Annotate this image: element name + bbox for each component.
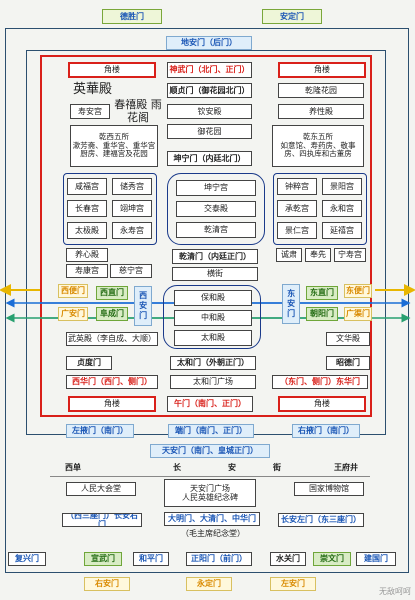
yinghuadian: 英華殿 bbox=[73, 82, 113, 98]
guangqumen: 广渠门 bbox=[344, 307, 372, 321]
changchungong: 长春宫 bbox=[67, 200, 107, 217]
tiananmen-square: 天安门广场 人民英雄纪念碑 bbox=[164, 479, 256, 507]
xuanwumen: 宣武门 bbox=[84, 552, 122, 566]
qianqingmen: 乾清门（内廷正门） bbox=[172, 249, 258, 264]
street-char-chang: 长 bbox=[173, 463, 181, 473]
youanmen: 右安门 bbox=[84, 577, 130, 591]
zhongcuigong: 钟粹宫 bbox=[277, 178, 317, 195]
kunninggong: 坤宁宫 bbox=[176, 180, 256, 196]
shoukanggong: 寿康宫 bbox=[66, 264, 108, 278]
duanmen: 端门（南门、正门） bbox=[168, 424, 254, 438]
taihedian: 太和殿 bbox=[174, 330, 252, 346]
changan-youmen: （西三座门）长安右门 bbox=[62, 513, 142, 527]
fuchengmen: 阜成门 bbox=[96, 307, 128, 321]
xizhimen: 西直门 bbox=[96, 286, 128, 300]
hepingmen: 和平门 bbox=[133, 552, 169, 566]
andingmen: 安定门 bbox=[262, 9, 322, 24]
national-museum: 国家博物馆 bbox=[294, 482, 364, 496]
xibianmen: 西便门 bbox=[58, 284, 88, 298]
street-char-jie: 街 bbox=[273, 463, 281, 473]
baohedian: 保和殿 bbox=[174, 290, 252, 306]
zuoanmen: 左安门 bbox=[270, 577, 316, 591]
yikungong: 翊坤宫 bbox=[112, 200, 152, 217]
yongdingmen: 永定门 bbox=[186, 577, 232, 591]
qiandong-wusuo: 乾东五所 如意馆、寿药房、敬事房、四执库和古董房 bbox=[272, 125, 364, 167]
watermark: 无敌呵呵 bbox=[379, 587, 411, 597]
yongshougong: 永寿宫 bbox=[112, 222, 152, 239]
shunzhenmen: 顺贞门（御花园北门） bbox=[167, 83, 252, 98]
chengqiangong: 承乾宫 bbox=[277, 200, 317, 217]
east-six-group bbox=[273, 173, 367, 245]
corner-tower-sw: 角楼 bbox=[68, 396, 156, 412]
taijidian: 太极殿 bbox=[67, 222, 107, 239]
yonghegong: 永和宫 bbox=[322, 200, 362, 217]
shenwumen: 神武门（北门、正门） bbox=[167, 62, 252, 78]
deshengmen: 德胜门 bbox=[102, 9, 162, 24]
xianmen: 西安门 bbox=[134, 286, 152, 326]
ningshougong: 宁寿宫 bbox=[334, 248, 366, 262]
cininggong: 慈宁宫 bbox=[110, 264, 152, 278]
yuhuayuan: 御花园 bbox=[167, 124, 252, 139]
taihemen: 太和门（外朝正门） bbox=[170, 356, 256, 370]
corner-tower-se: 角楼 bbox=[278, 396, 366, 412]
wumen: 午门（南门、正门） bbox=[167, 396, 253, 412]
tiananmen: 天安门（南门、皇城正门） bbox=[150, 444, 270, 458]
corner-tower-ne: 角楼 bbox=[278, 62, 366, 78]
yangxindian: 养心殿 bbox=[66, 248, 108, 262]
zhendumen: 贞度门 bbox=[66, 356, 112, 370]
forbidden-city-frame bbox=[40, 55, 372, 417]
xihuamen: 西华门（西门、侧门） bbox=[66, 375, 158, 389]
qianlong-garden: 乾隆花园 bbox=[278, 83, 364, 98]
donghuamen: （东门、侧门）东华门 bbox=[272, 375, 368, 389]
jingrengong: 景仁宫 bbox=[277, 222, 317, 239]
zhengyangmen: 正阳门（前门） bbox=[186, 552, 252, 566]
mao-memorial: （毛主席纪念堂） bbox=[181, 529, 245, 539]
donganmen: 东安门 bbox=[282, 284, 300, 324]
zhonghedian: 中和殿 bbox=[174, 310, 252, 326]
inner-court-group bbox=[167, 173, 265, 245]
guanganmen: 广安门 bbox=[58, 307, 88, 321]
outer-court-group bbox=[163, 285, 261, 349]
corner-tower-nw: 角楼 bbox=[68, 62, 156, 78]
jiaotaidian: 交泰殿 bbox=[176, 201, 256, 217]
hengjie: 横街 bbox=[172, 267, 258, 281]
qinandian: 钦安殿 bbox=[167, 104, 252, 119]
chaoyangmen: 朝阳门 bbox=[306, 307, 338, 321]
taihemen-square: 太和门广场 bbox=[170, 375, 256, 389]
kunningmen: 坤宁门（内廷北门） bbox=[167, 151, 252, 166]
qianxi-wusuo: 乾西五所 漱芳斋、重华宫、重华宫厨房、建福宫及花园 bbox=[70, 125, 158, 167]
chongwenmen: 崇文门 bbox=[313, 552, 351, 566]
dongbianmen: 东便门 bbox=[344, 284, 372, 298]
wuyingdian: 武英殿（李自成、大顺） bbox=[66, 332, 158, 346]
west-six-group bbox=[63, 173, 157, 245]
wenhuadian: 文华殿 bbox=[326, 332, 370, 346]
yangxingdian: 养性殿 bbox=[278, 104, 364, 119]
chengsu: 诚肃 bbox=[276, 248, 302, 262]
chuxiugong: 储秀宫 bbox=[112, 178, 152, 195]
yanxigong: 延禧宫 bbox=[322, 222, 362, 239]
overlay-text: 春禧殿 雨花阁 bbox=[114, 99, 162, 124]
jingyanggong: 景阳宫 bbox=[322, 178, 362, 195]
xidan: 西单 bbox=[65, 463, 81, 473]
fuxingmen: 复兴门 bbox=[8, 552, 46, 566]
wangfujing: 王府井 bbox=[334, 463, 358, 473]
street-char-an: 安 bbox=[228, 463, 236, 473]
qianqinggong: 乾清宫 bbox=[176, 222, 256, 238]
zuoyemen: 左掖门（南门） bbox=[66, 424, 134, 438]
xianfugong: 咸福宫 bbox=[67, 178, 107, 195]
jianguomen: 建国门 bbox=[356, 552, 396, 566]
shouangong: 寿安宫 bbox=[70, 104, 110, 119]
zhaodemen: 昭德门 bbox=[326, 356, 370, 370]
dongzhimen: 东直门 bbox=[306, 286, 338, 300]
dianmen: 地安门（后门） bbox=[166, 36, 252, 50]
renmin-dahuitang: 人民大会堂 bbox=[66, 482, 136, 496]
changan-zuomen: 长安左门（东三座门） bbox=[278, 513, 364, 527]
shuiguanmen: 水关门 bbox=[270, 552, 306, 566]
daming-gate: 大明门、大清门、中华门 bbox=[164, 512, 260, 526]
changan-street-line bbox=[50, 476, 370, 477]
fengxian: 奉先 bbox=[305, 248, 331, 262]
youyemen: 右掖门（南门） bbox=[292, 424, 360, 438]
